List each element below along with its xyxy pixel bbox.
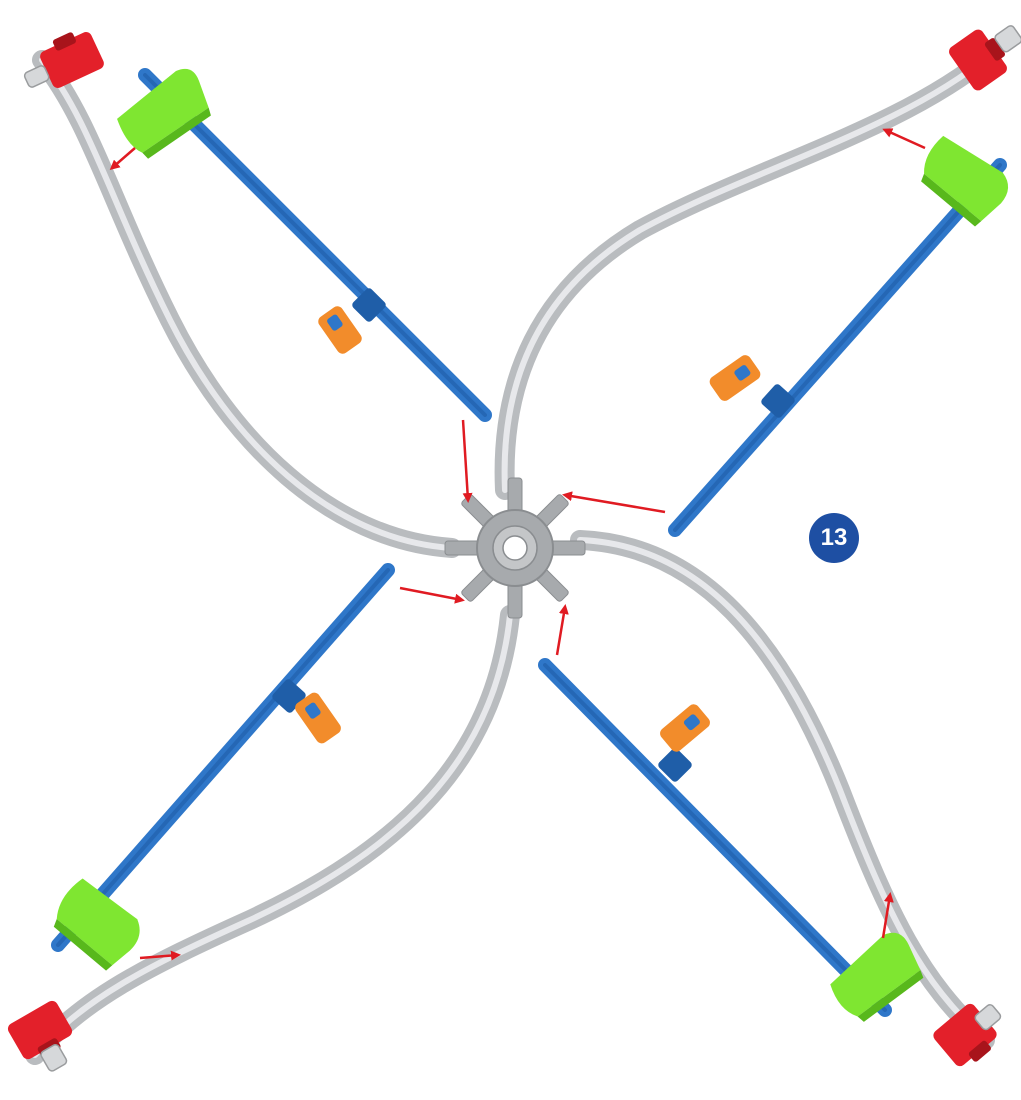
tube-bottom-right <box>580 540 985 1040</box>
orange-clip-bottom-right <box>658 702 713 754</box>
step-number-badge: 13 <box>809 513 859 563</box>
assembly-arrow-icon <box>400 588 462 600</box>
green-clip-top-left <box>110 63 221 163</box>
assembly-arrow-icon <box>885 130 925 148</box>
orange-clip-top-right <box>707 353 762 403</box>
step-number: 13 <box>821 524 848 552</box>
tube-top-left <box>42 60 452 548</box>
assembly-arrow-icon <box>463 420 468 500</box>
rod-top-right <box>675 165 1000 530</box>
rod-joint <box>760 383 797 420</box>
assembly-arrow-icon <box>565 495 665 512</box>
hub-connector-icon <box>445 478 585 618</box>
assembly-arrow-icon <box>112 148 135 168</box>
rod-bottom-right <box>545 665 885 1010</box>
orange-clip-top-left <box>316 304 364 356</box>
tube-top-right <box>505 55 990 490</box>
tube-bottom-left <box>35 615 510 1055</box>
assembly-arrow-icon <box>557 607 565 655</box>
green-clip-top-right <box>909 131 1016 231</box>
green-clip-bottom-left <box>43 876 148 976</box>
rod-bottom-left <box>58 570 388 945</box>
